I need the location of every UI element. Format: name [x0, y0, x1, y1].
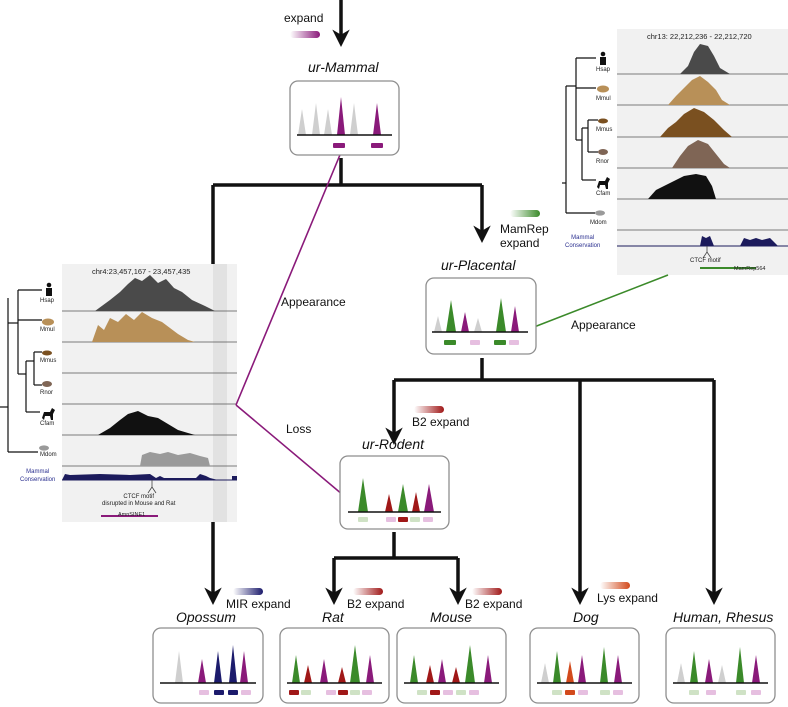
species-icons — [39, 51, 610, 451]
mammal-event-line-1 — [235, 149, 343, 406]
left-element-label: AmnSINE1 — [118, 512, 146, 518]
expand-label-lys: Lys expand — [597, 591, 658, 605]
event-appearance-right: Appearance — [571, 318, 636, 332]
r-mmus-signal — [660, 108, 732, 137]
right-species-mdom: Mdom — [590, 220, 607, 226]
left-species-mmus: Mmus — [40, 358, 57, 364]
right-conservation-track — [700, 236, 778, 246]
right-species-mmus: Mmus — [596, 127, 613, 133]
node-title-ur-placental: ur-Placental — [441, 257, 516, 273]
mmul-signal — [92, 312, 195, 342]
node-box-mouse — [396, 627, 507, 704]
left-panel-coords: chr4:23,457,167 - 23,457,435 — [92, 267, 191, 276]
left-conservation-track — [62, 474, 218, 480]
node-box-rat — [279, 627, 390, 704]
left-species-mmul: Mmul — [40, 327, 55, 333]
event-loss: Loss — [286, 422, 312, 436]
node-box-human-rhesus — [665, 627, 776, 704]
left-species-hsap: Hsap — [40, 298, 55, 304]
node-box-ur-mammal — [289, 80, 400, 156]
r-mmul-signal — [668, 76, 730, 105]
expand-gradient-lys — [600, 582, 630, 589]
expand-gradient-rat — [353, 588, 383, 595]
right-species-cfam: Cfam — [596, 191, 611, 197]
right-species-rnor: Rnor — [596, 159, 610, 165]
left-motif-label: CTCF motif disrupted in Mouse and Rat — [102, 494, 176, 507]
expand-gradient-mir — [233, 588, 263, 595]
right-panel-coords: chr13: 22,212,236 - 22,212,720 — [647, 32, 752, 41]
opossum-icon — [39, 445, 49, 451]
dog-icon-r — [597, 177, 610, 189]
node-box-opossum — [152, 627, 264, 704]
node-title-mouse: Mouse — [430, 609, 473, 625]
dog-icon — [42, 408, 55, 420]
opossum-icon-r — [595, 210, 605, 216]
node-title-opossum: Opossum — [176, 609, 236, 625]
expand-gradient-mamrep — [510, 210, 540, 217]
left-conservation-label: Mammal Conservation — [20, 469, 56, 483]
mdom-signal — [140, 452, 210, 466]
right-species-mmul: Mmul — [596, 96, 611, 102]
mouse-icon-r — [598, 118, 608, 124]
node-title-dog: Dog — [573, 609, 599, 625]
node-title-rat: Rat — [322, 609, 344, 625]
right-conservation-label: Mammal Conservation — [565, 235, 601, 249]
cfam-signal — [98, 411, 195, 435]
human-icon — [46, 282, 52, 296]
node-title-ur-rodent: ur-Rodent — [362, 436, 425, 452]
r-rnor-signal — [672, 140, 730, 168]
expand-label-mamrep: MamRep expand — [500, 222, 549, 250]
node-contents — [160, 97, 768, 695]
expand-label-rat-b2: B2 expand — [347, 597, 405, 611]
right-motif-label: CTCF motif — [690, 258, 721, 264]
node-box-ur-placental — [425, 277, 537, 355]
right-species-hsap: Hsap — [596, 67, 611, 73]
node-box-dog — [529, 627, 640, 704]
expand-label-mouse-b2: B2 expand — [465, 597, 523, 611]
r-hsap-signal — [680, 44, 730, 74]
node-title-human-rhesus: Human, Rhesus — [673, 609, 774, 625]
macaque-icon-r — [597, 85, 609, 93]
rat-icon-r — [598, 149, 608, 155]
expand-gradient-b2 — [414, 406, 444, 413]
rat-icon — [42, 381, 52, 387]
expand-label-top: expand — [284, 11, 324, 25]
left-species-rnor: Rnor — [40, 390, 54, 396]
human-icon-r — [600, 51, 606, 65]
hsap-signal — [95, 275, 215, 311]
expand-label-b2: B2 expand — [412, 415, 470, 429]
mouse-icon — [42, 350, 52, 356]
left-species-mdom: Mdom — [40, 452, 57, 458]
event-appearance-left: Appearance — [281, 295, 346, 309]
expand-label-mir: MIR expand — [226, 597, 291, 611]
macaque-icon — [42, 318, 54, 326]
tree-branches — [204, 0, 723, 605]
expand-gradient-top — [290, 31, 320, 38]
left-species-cfam: Cfam — [40, 421, 55, 427]
right-genome-panel — [562, 29, 788, 275]
r-cfam-signal — [648, 174, 716, 199]
expand-gradient-mouse — [472, 588, 502, 595]
node-title-ur-mammal: ur-Mammal — [308, 59, 379, 75]
right-element-label: MamRep564 — [734, 266, 766, 272]
left-genome-panel — [0, 264, 237, 522]
